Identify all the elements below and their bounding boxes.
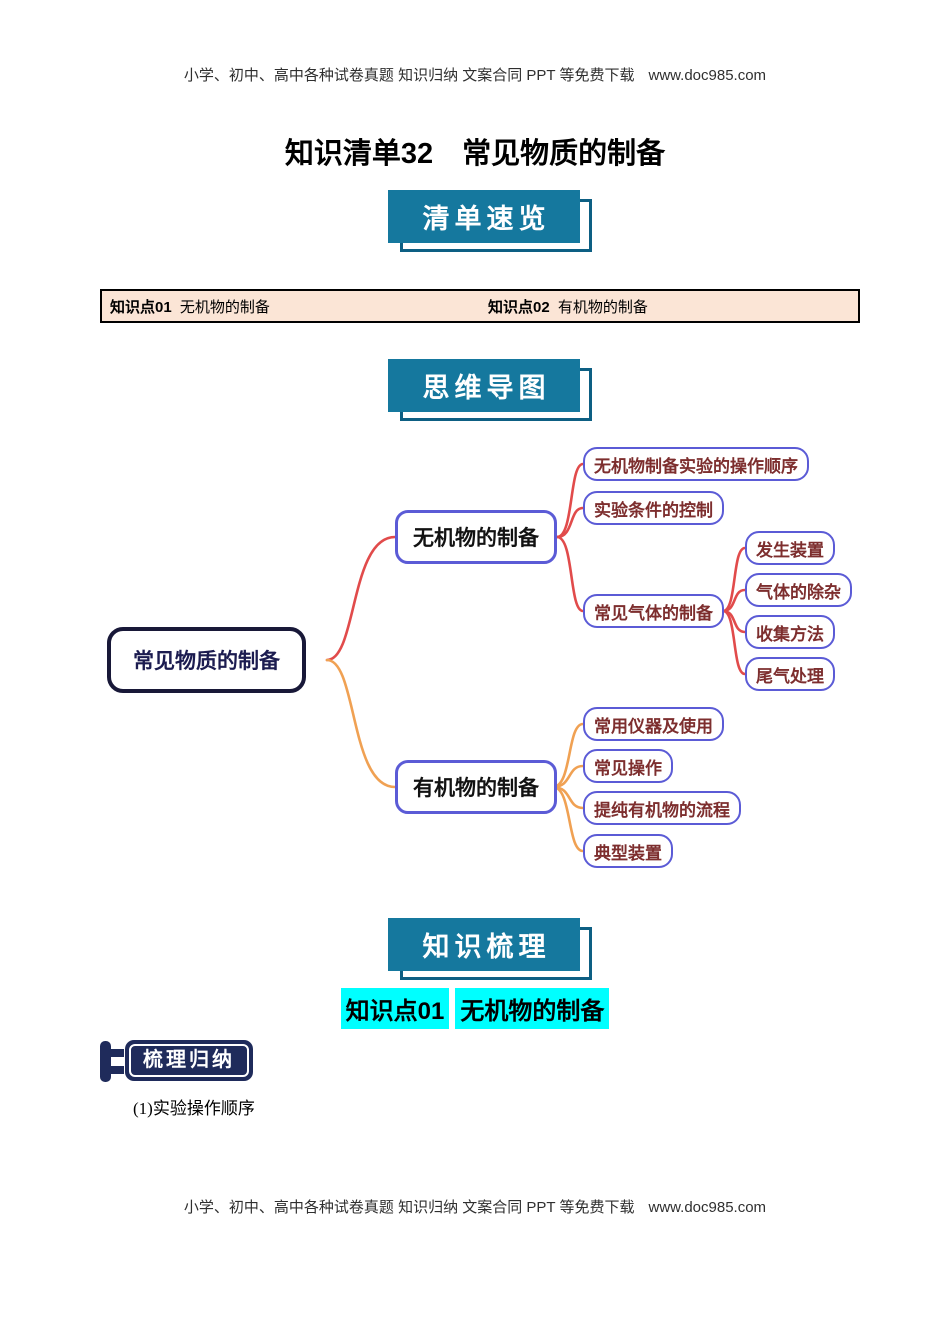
toc-strip: 知识点01 无机物的制备 知识点02 有机物的制备 xyxy=(100,289,860,323)
footer-site-url: www.doc985.com xyxy=(648,1199,767,1216)
mindmap-node-gas-purification: 气体的除杂 xyxy=(745,573,852,607)
mindmap-node-operation-order: 无机物制备实验的操作顺序 xyxy=(583,447,809,481)
header-site-url: www.doc985.com xyxy=(648,67,767,84)
knowledge-point-title: 无机物的制备 xyxy=(455,988,610,1029)
summary-badge: 梳理归纳 xyxy=(125,1040,253,1081)
knowledge-point-number: 知识点01 xyxy=(340,988,450,1029)
mindmap-node-gas-preparation: 常见气体的制备 xyxy=(583,594,724,628)
mindmap-node-typical-device: 典型装置 xyxy=(583,834,673,868)
toc-item-01-prefix: 知识点01 xyxy=(110,298,172,316)
toc-item-02-label: 有机物的制备 xyxy=(557,298,648,316)
badge-bookmark-bar xyxy=(100,1041,111,1082)
mindmap-root-node: 常见物质的制备 xyxy=(107,627,306,693)
page-header: 小学、初中、高中各种试卷真题 知识归纳 文案合同 PPT 等免费下载 www.do… xyxy=(0,64,950,85)
page-footer: 小学、初中、高中各种试卷真题 知识归纳 文案合同 PPT 等免费下载 www.do… xyxy=(0,1196,950,1217)
mindmap-node-common-instruments: 常用仪器及使用 xyxy=(583,707,724,741)
body-line-1: (1)实验操作顺序 xyxy=(133,1099,255,1118)
toc-item-02: 知识点02 有机物的制备 xyxy=(480,296,858,317)
toc-item-01-label: 无机物的制备 xyxy=(179,298,270,316)
mindmap-branch-inorganic: 无机物的制备 xyxy=(395,510,557,564)
mindmap-connector-lines xyxy=(325,462,747,853)
mindmap-node-condition-control: 实验条件的控制 xyxy=(583,491,724,525)
banner-overview: 清单速览 xyxy=(388,190,592,252)
badge-connector-bottom xyxy=(110,1066,124,1074)
toc-item-02-prefix: 知识点02 xyxy=(488,298,550,316)
page-title: 知识清单32 常见物质的制备 xyxy=(284,138,666,170)
mindmap-node-collection-method: 收集方法 xyxy=(745,615,835,649)
banner-review-label: 知识梳理 xyxy=(388,918,580,971)
header-promo-text: 小学、初中、高中各种试卷真题 知识归纳 文案合同 PPT 等免费下载 xyxy=(183,67,635,84)
mindmap-node-generator-device: 发生装置 xyxy=(745,531,835,565)
mindmap-diagram: 常见物质的制备 无机物的制备 无机物制备实验的操作顺序 实验条件的控制 常见气体… xyxy=(95,435,870,895)
mindmap-branch-organic: 有机物的制备 xyxy=(395,760,557,814)
summary-badge-label: 梳理归纳 xyxy=(129,1044,249,1077)
banner-mindmap: 思维导图 xyxy=(388,359,592,421)
mindmap-node-purify-organics-flow: 提纯有机物的流程 xyxy=(583,791,741,825)
toc-item-01: 知识点01 无机物的制备 xyxy=(102,296,480,317)
mindmap-node-tail-gas-treatment: 尾气处理 xyxy=(745,657,835,691)
badge-connector-top xyxy=(110,1049,124,1057)
footer-promo-text: 小学、初中、高中各种试卷真题 知识归纳 文案合同 PPT 等免费下载 xyxy=(183,1199,635,1216)
banner-mindmap-label: 思维导图 xyxy=(388,359,580,412)
mindmap-node-common-operations: 常见操作 xyxy=(583,749,673,783)
banner-review: 知识梳理 xyxy=(388,918,592,980)
banner-overview-label: 清单速览 xyxy=(388,190,580,243)
